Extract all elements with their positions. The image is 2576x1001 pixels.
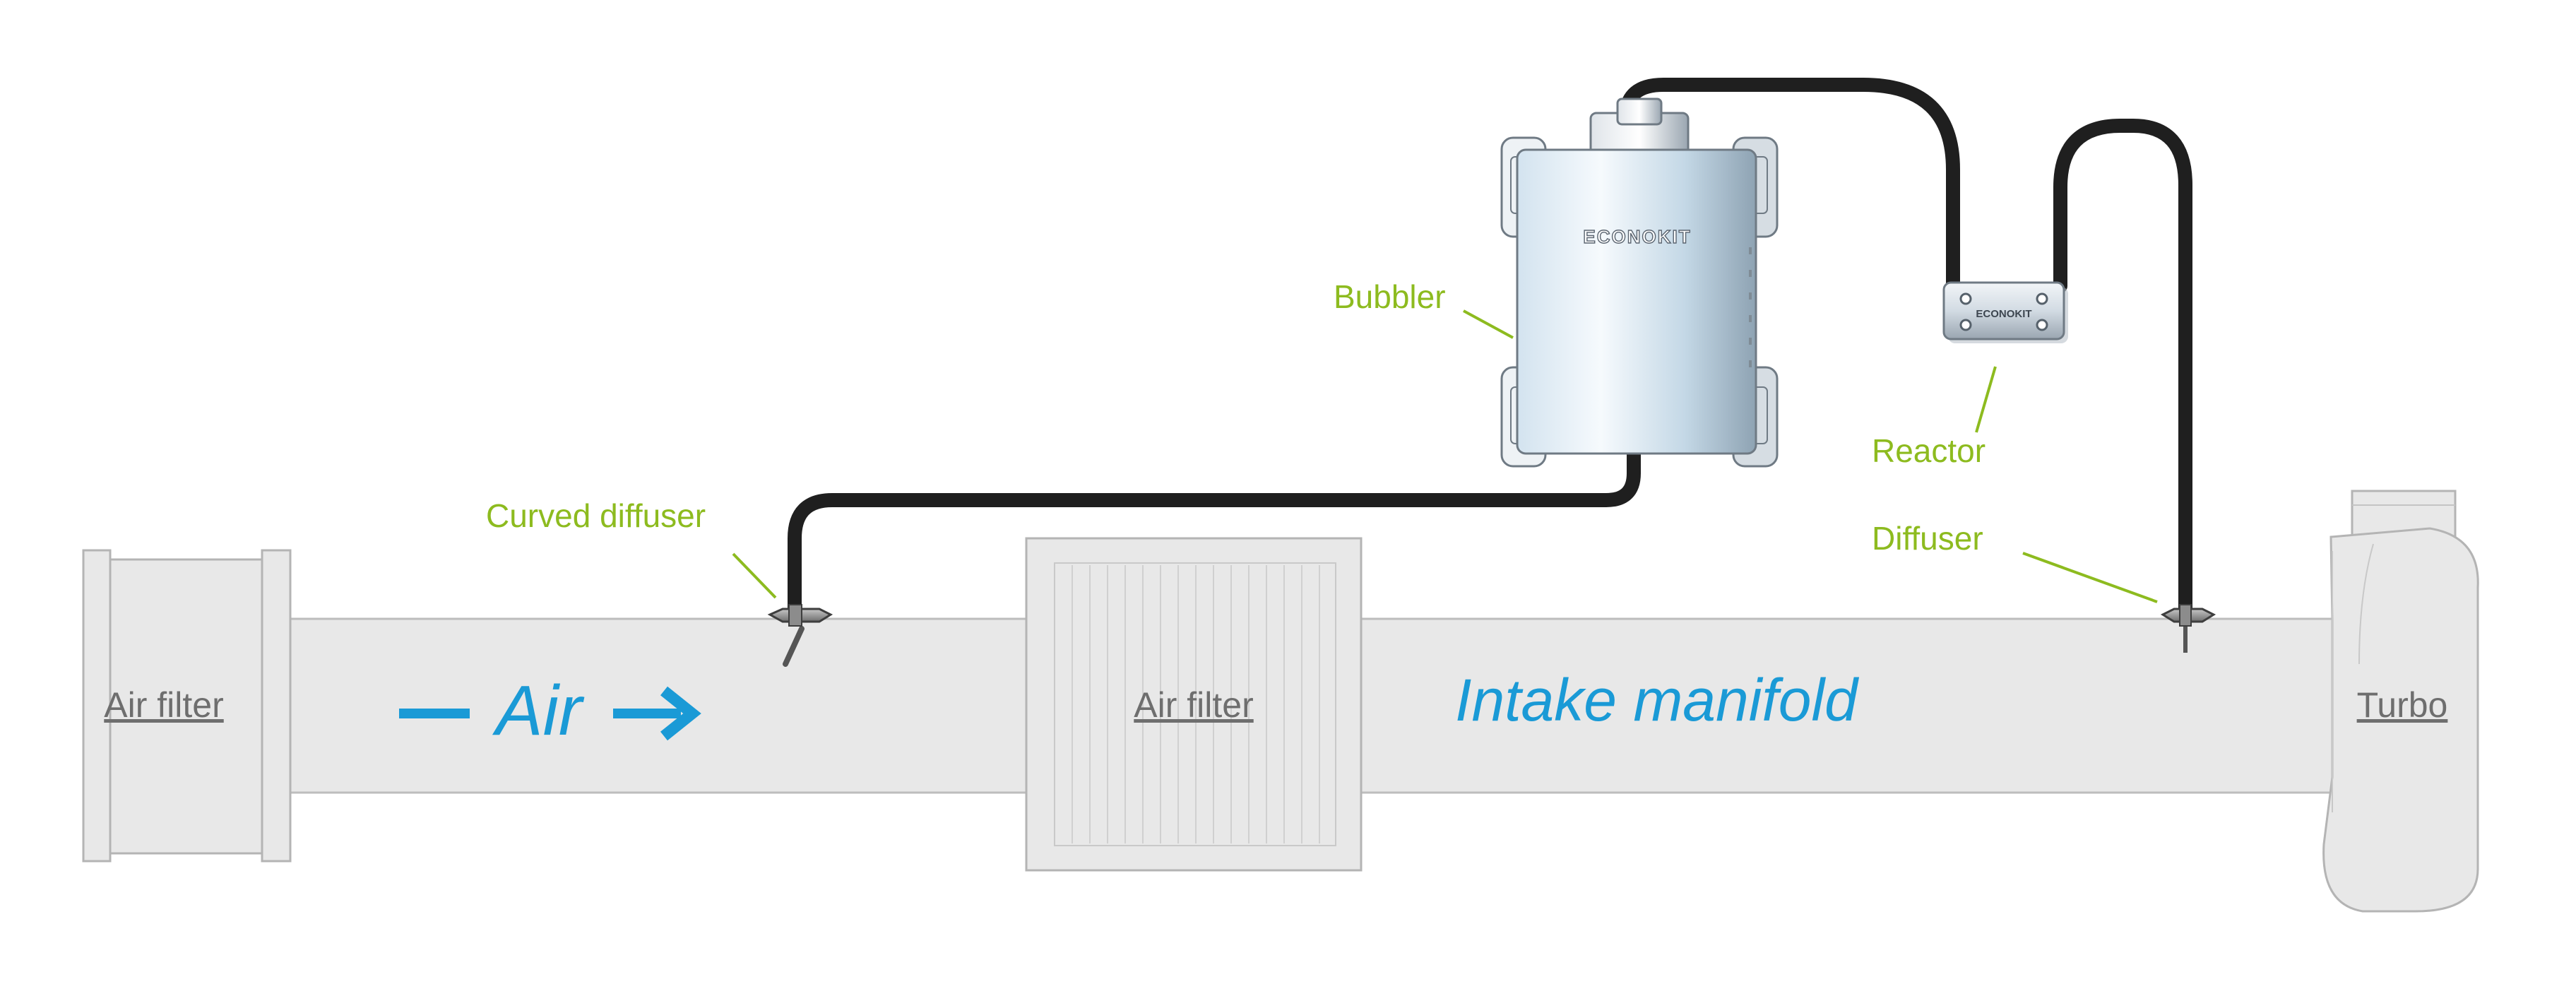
air-flow-arrow: [399, 686, 701, 741]
air-filter-left-label: Air filter: [104, 685, 223, 725]
air-filter-center-label: Air filter: [1134, 685, 1253, 725]
diffuser-leader: [2022, 552, 2158, 603]
bubbler-leader: [1463, 309, 1514, 339]
bubbler-label: Bubbler: [1334, 278, 1446, 315]
curved-diffuser-leader: [732, 552, 777, 599]
hose-reactor-to-diffuser: [2053, 119, 2192, 616]
air-flow-label: Air: [492, 671, 585, 750]
diffuser-nozzle: [2160, 604, 2216, 653]
turbo-label: Turbo: [2357, 685, 2448, 725]
diffuser-label: Diffuser: [1872, 520, 1983, 557]
reactor-unit: [1942, 281, 2068, 343]
air-filter-left: [82, 549, 292, 863]
hose-bubbler-to-curved-diffuser: [788, 442, 1641, 615]
intake-manifold-label: Intake manifold: [1455, 667, 1859, 733]
turbo-housing: [2322, 490, 2479, 913]
curved-diffuser-nozzle: [767, 604, 833, 667]
reactor-label: Reactor: [1872, 432, 1986, 469]
bubbler-unit: [1500, 97, 1779, 468]
air-filter-center: [1025, 537, 1363, 872]
hose-bubbler-to-reactor: [1619, 78, 1960, 293]
reactor-logo: ECONOKIT: [1976, 308, 2031, 320]
reactor-leader: [1975, 366, 1997, 433]
curved-diffuser-label: Curved diffuser: [486, 497, 706, 534]
bubbler-logo: ECONOKIT: [1583, 226, 1691, 247]
